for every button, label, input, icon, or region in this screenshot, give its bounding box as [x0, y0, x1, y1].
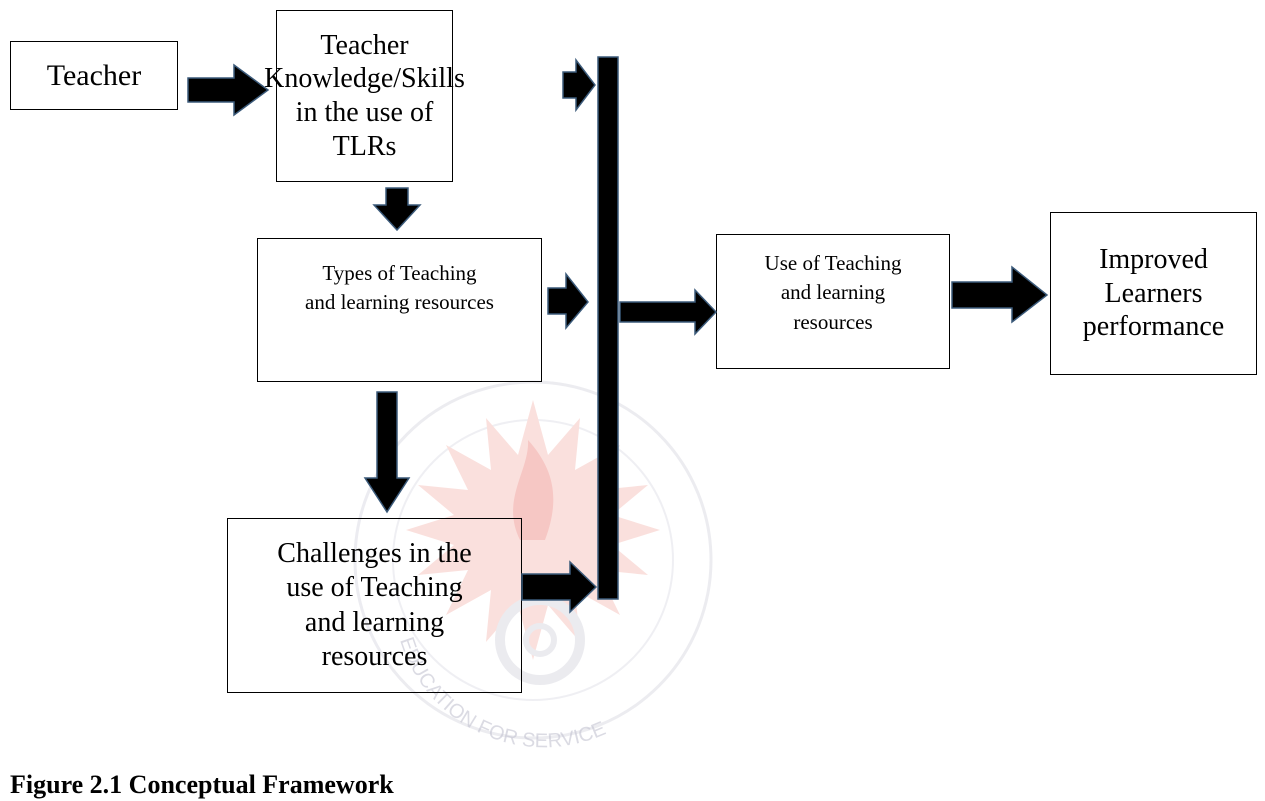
seal-flame: [513, 440, 554, 540]
seal-emblem-core: [523, 623, 557, 657]
arrow-challenges-to-bar: [521, 560, 598, 614]
figure-caption: Figure 2.1 Conceptual Framework: [10, 770, 394, 799]
node-teacher-knowledge-skills: Teacher Knowledge/Skills in the use of T…: [264, 10, 465, 182]
seal-star-burst: [406, 400, 660, 660]
node-improved-line-1: Improved: [1099, 244, 1208, 276]
collector-bar: [597, 56, 619, 600]
arrow-knowledge-to-bar: [562, 57, 596, 113]
node-challenges-line-4: resources: [321, 640, 428, 672]
node-challenges-line-2: use of Teaching: [286, 572, 463, 604]
node-challenges-line-3: and learning: [304, 606, 445, 638]
node-knowledge-line-1: Teacher: [320, 29, 409, 61]
node-types-line-1: Types of Teaching: [322, 261, 477, 285]
node-use-of-resources: Use of Teaching and learning resources: [716, 234, 950, 369]
node-teacher-line-1: Teacher: [46, 58, 142, 92]
node-improved-line-2: Learners: [1104, 277, 1203, 309]
arrow-knowledge-to-types: [372, 187, 422, 232]
arrow-types-to-bar: [547, 271, 589, 331]
node-improved-performance: Improved Learners performance: [1050, 212, 1257, 375]
node-knowledge-line-2: Knowledge/Skills: [264, 63, 465, 95]
seal-inner-ring: [392, 419, 674, 701]
arrow-types-to-challenges: [363, 391, 411, 514]
node-knowledge-line-3: in the use of: [295, 97, 434, 128]
node-improved-line-3: performance: [1082, 311, 1225, 343]
seal-outer-ring: [353, 380, 713, 740]
node-teacher: Teacher: [10, 41, 178, 110]
node-types-of-resources: Types of Teaching and learning resources: [257, 238, 542, 382]
node-use-line-1: Use of Teaching: [764, 251, 902, 275]
node-knowledge-line-4: TLRs: [332, 130, 397, 162]
node-use-line-2: and learning: [780, 280, 886, 305]
node-challenges: Challenges in the use of Teaching and le…: [227, 518, 522, 693]
node-challenges-line-1: Challenges in the: [277, 538, 472, 570]
node-use-line-3: resources: [793, 309, 873, 334]
arrow-bar-to-use: [619, 288, 718, 336]
arrow-teacher-to-knowledge: [187, 63, 270, 117]
arrow-use-to-improved: [951, 265, 1049, 324]
node-types-line-2: and learning resources: [305, 290, 494, 315]
